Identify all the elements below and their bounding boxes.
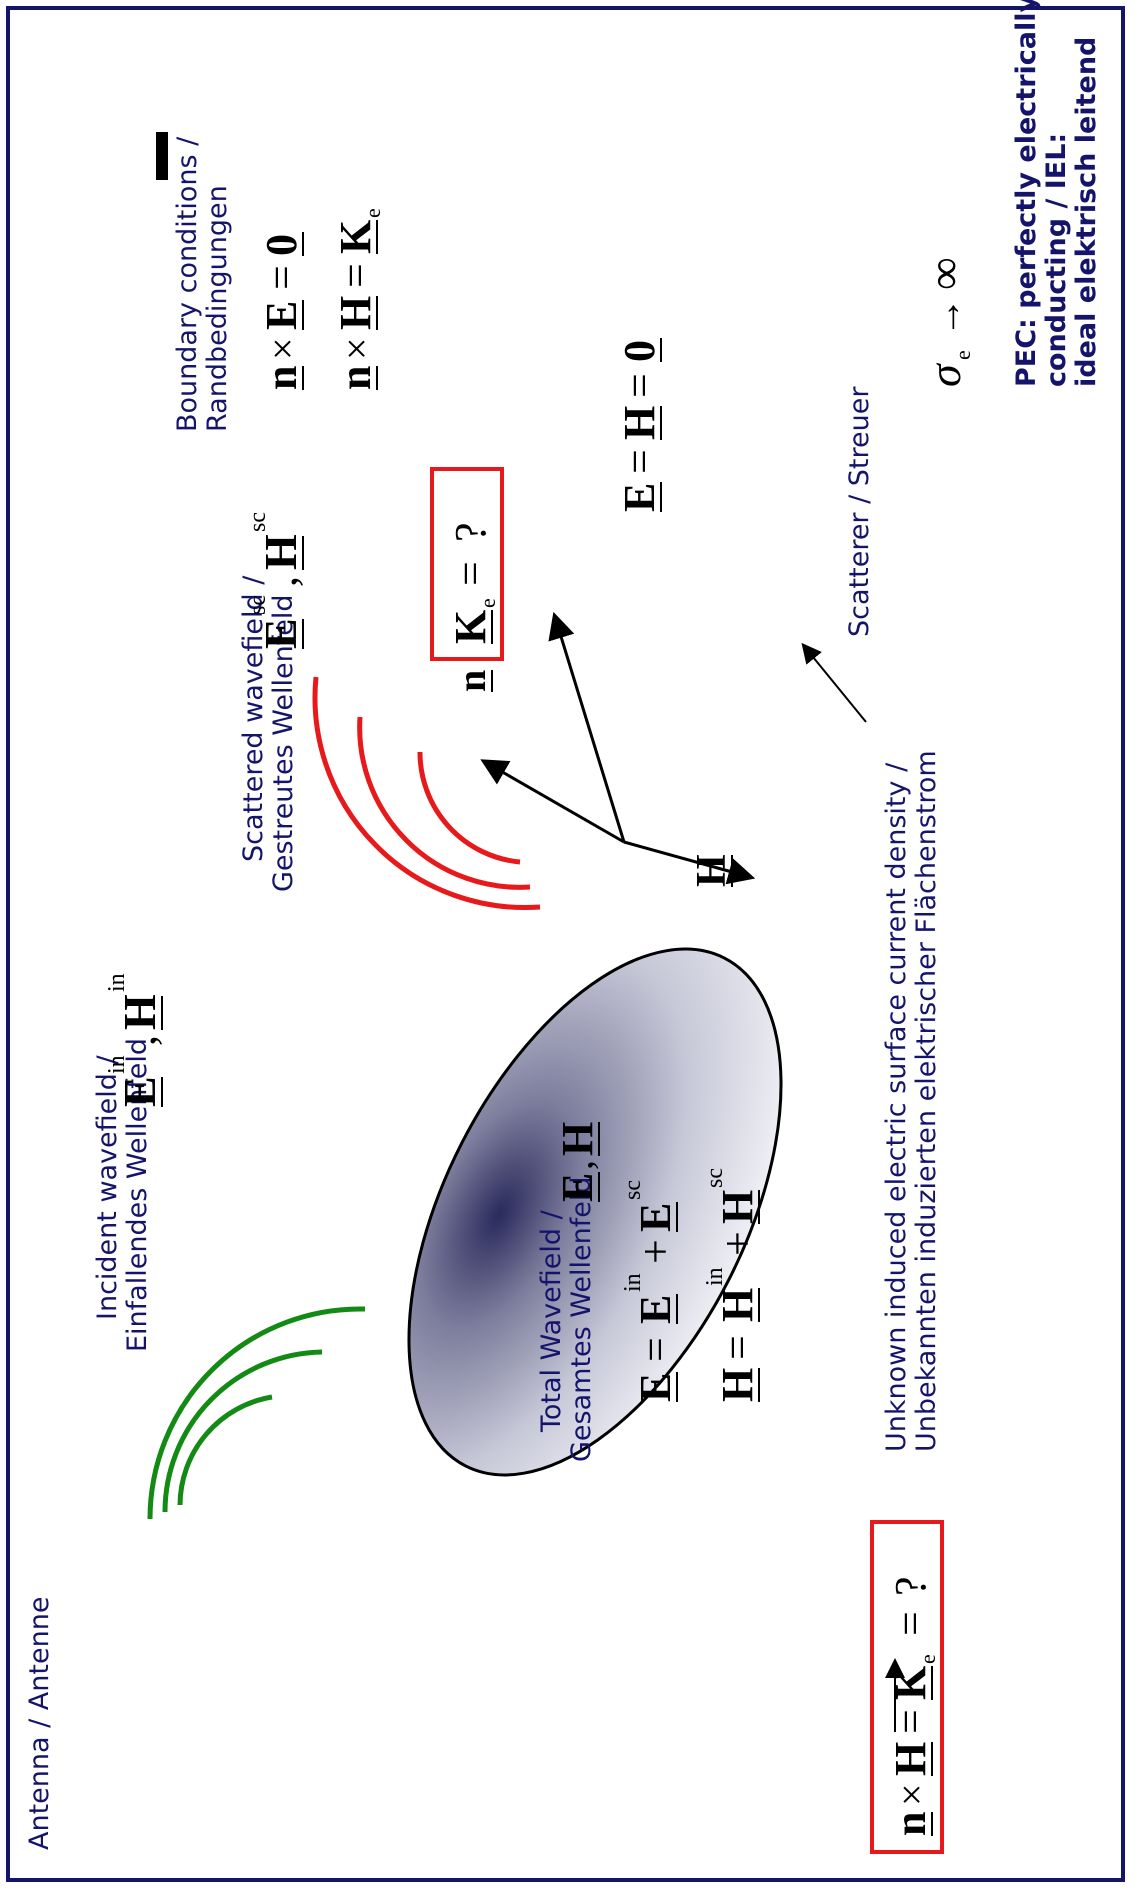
pec-label-line2: conducting / IEL: [1041, 133, 1072, 387]
svg-text:K: K [446, 610, 495, 644]
total-label-line1: Total Wavefield / [536, 1209, 567, 1433]
total-label-line2: Gesamtes Wellenfeld [566, 1176, 597, 1462]
svg-text:E: E [255, 618, 306, 649]
pec-label-line1: PEC: perfectly electrically [1011, 0, 1042, 387]
svg-text:H: H [886, 1742, 935, 1776]
K-vector-arrow [548, 611, 626, 843]
unknown-label-line1: Unknown induced electric surface current… [881, 762, 912, 1452]
bottom-equation: n × H = K e = ? [886, 1576, 940, 1836]
bottom-equation-box [870, 1520, 944, 1854]
svg-text:e: e [915, 1654, 940, 1664]
scattered-label-line1: Scattered wavefield / [238, 575, 269, 862]
svg-text:H: H [255, 534, 306, 570]
svg-text:=: = [886, 1709, 935, 1734]
svg-text:=: = [615, 373, 664, 398]
svg-text:×: × [334, 337, 379, 360]
svg-text:E: E [631, 1373, 680, 1402]
H-vector-arrow [623, 840, 756, 885]
svg-text:sc: sc [245, 595, 271, 615]
incident-waves [147, 1306, 366, 1520]
svg-text:H: H [331, 296, 380, 330]
svg-text:,: , [257, 576, 306, 587]
pec-label-line3: ideal elektrisch leitend [1071, 37, 1102, 387]
svg-text:?: ? [886, 1576, 935, 1596]
H-label: H [689, 854, 735, 887]
svg-text:n: n [257, 366, 306, 390]
boundary-label-line1: Boundary conditions / [172, 136, 203, 432]
svg-text:H: H [713, 1368, 762, 1402]
svg-text:∞: ∞ [919, 257, 970, 290]
antenna-label: Antenna / Antenne [24, 1597, 55, 1850]
svg-text:K: K [886, 1666, 935, 1700]
scatterer-pointer-arrow [801, 642, 867, 723]
svg-text:in: in [104, 1055, 130, 1074]
total-equation-E: E = E in + E sc [620, 1180, 680, 1402]
svg-text:E: E [631, 1203, 680, 1232]
svg-text:×: × [260, 337, 305, 360]
Ke-equation: K e = ? [446, 522, 500, 644]
svg-text:σ: σ [919, 362, 970, 387]
svg-text:E: E [114, 1076, 165, 1107]
svg-text:=: = [331, 263, 380, 288]
svg-text:=: = [886, 1611, 935, 1636]
svg-text:sc: sc [620, 1180, 646, 1200]
svg-text:E: E [615, 483, 664, 512]
svg-text:H: H [713, 1190, 762, 1224]
svg-text:0: 0 [257, 234, 306, 256]
svg-text:in: in [620, 1273, 646, 1292]
svg-text:in: in [702, 1267, 728, 1286]
incident-label-line1: Incident wavefield / [92, 1054, 123, 1320]
svg-text:n: n [886, 1812, 935, 1836]
svg-text:H: H [114, 994, 165, 1030]
antenna-bar-icon [156, 132, 168, 180]
svg-text:K: K [331, 220, 380, 254]
svg-text:E: E [631, 1295, 680, 1324]
svg-text:=: = [446, 561, 495, 586]
total-field-symbols: E , H [553, 1122, 602, 1202]
unknown-label-line2: Unbekannten induzierten elektrischer Flä… [911, 750, 942, 1452]
scattered-field-symbols: E sc , H sc [245, 512, 306, 649]
svg-text:H: H [713, 1288, 762, 1322]
sigma-limit: σ e → ∞ [919, 257, 975, 387]
svg-text:+: + [631, 1239, 680, 1264]
incident-label-line2: Einfallendes Wellenfeld [122, 1038, 153, 1352]
boundary-equation-2: n × H = K e [331, 208, 385, 390]
svg-text:=: = [615, 449, 664, 474]
slide-frame [6, 6, 1125, 1882]
svg-text:sc: sc [245, 512, 271, 532]
svg-text:×: × [889, 1783, 934, 1806]
inner-field-equation: E = H = 0 [615, 338, 664, 512]
scattered-waves [312, 676, 541, 911]
svg-text:e: e [475, 598, 500, 608]
svg-text:+: + [713, 1231, 762, 1256]
svg-text:E: E [553, 1173, 602, 1202]
Ke-box [430, 467, 504, 661]
svg-text:e: e [950, 350, 975, 360]
scattered-label-line2: Gestreutes Wellenfeld [268, 595, 299, 892]
svg-text:,: , [556, 1160, 601, 1170]
svg-text:sc: sc [702, 1168, 728, 1188]
boundary-label-line2: Randbedingungen [202, 185, 233, 432]
svg-text:E: E [257, 301, 306, 330]
scatterer-label: Scatterer / Streuer [844, 386, 875, 637]
svg-text:H: H [553, 1122, 602, 1156]
boundary-equation-1: n × E = 0 [257, 232, 306, 390]
svg-text:→: → [924, 297, 969, 337]
svg-text:0: 0 [615, 340, 664, 362]
normal-label: n [449, 670, 494, 692]
normal-vector-arrow [480, 759, 625, 844]
svg-text:e: e [360, 208, 385, 218]
svg-text:in: in [104, 973, 130, 992]
svg-text:n: n [331, 366, 380, 390]
scatterer-ellipse [407, 947, 783, 1477]
incident-field-symbols: E in , H in [104, 973, 165, 1107]
svg-text:?: ? [446, 522, 495, 542]
svg-text:,: , [116, 1035, 165, 1046]
svg-text:=: = [713, 1335, 762, 1360]
svg-text:H: H [615, 406, 664, 440]
svg-text:=: = [257, 265, 306, 290]
svg-text:=: = [631, 1337, 680, 1362]
total-equation-H: H = H in + H sc [702, 1168, 762, 1402]
